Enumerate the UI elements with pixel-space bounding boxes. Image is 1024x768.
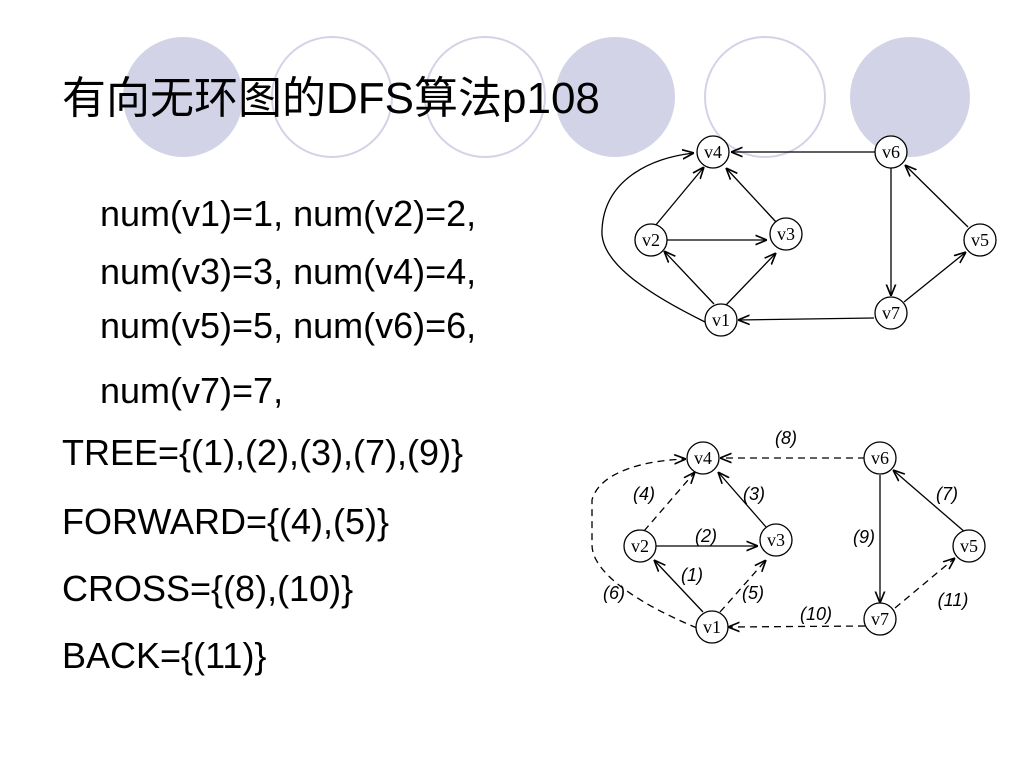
node-v2: v2: [623, 529, 657, 563]
edge-label: (9): [853, 527, 875, 547]
svg-text:v3: v3: [777, 224, 795, 244]
svg-text:v6: v6: [882, 142, 900, 162]
edge-v7-v5: [903, 252, 966, 303]
svg-text:v7: v7: [882, 303, 900, 323]
node-v5: v5: [963, 223, 997, 257]
edge-label: (8): [775, 428, 797, 448]
num-line: num(v3)=3, num(v4)=4,: [100, 251, 477, 292]
edge-4-forward: [643, 472, 695, 532]
num-line: num(v7)=7,: [100, 370, 284, 411]
edge-v1-v4: [601, 153, 706, 323]
decor-circle: [424, 36, 546, 158]
edge-v1-v2: [664, 251, 715, 305]
edge-label: (1): [681, 565, 703, 585]
edge-label: (2): [695, 526, 717, 546]
svg-text:v6: v6: [871, 448, 889, 468]
decor-circle: [850, 37, 970, 157]
svg-text:v1: v1: [712, 310, 730, 330]
num-line: num(v1)=1, num(v2)=2,: [100, 193, 477, 234]
edge-label: (10): [800, 604, 832, 624]
svg-text:v4: v4: [704, 142, 722, 162]
edge-label: (6): [603, 583, 625, 603]
edge-label: (3): [743, 484, 765, 504]
edge-7-tree: [893, 470, 967, 534]
decorative-circles: [123, 36, 970, 158]
forward-edges: FORWARD={(4),(5)}: [62, 501, 390, 542]
back-edges: BACK={(11)}: [62, 635, 267, 676]
node-v5: v5: [952, 529, 986, 563]
node-v3: v3: [759, 523, 793, 557]
node-v4: v4: [696, 135, 730, 169]
node-v3: v3: [769, 217, 803, 251]
svg-text:v5: v5: [971, 230, 989, 250]
decor-circle: [704, 36, 826, 158]
svg-text:v5: v5: [960, 536, 978, 556]
edge-v2-v4: [654, 167, 704, 227]
decor-circle: [123, 37, 243, 157]
svg-text:v1: v1: [703, 617, 721, 637]
edge-3-tree: [718, 472, 767, 528]
svg-text:v2: v2: [631, 536, 649, 556]
node-v7: v7: [863, 602, 897, 636]
node-v4: v4: [686, 441, 720, 475]
edge-1-tree: [654, 560, 704, 613]
edge-label: (7): [936, 484, 958, 504]
svg-text:v4: v4: [694, 448, 712, 468]
node-v7: v7: [874, 296, 908, 330]
edge-10-cross: [728, 626, 866, 627]
edge-v3-v4: [726, 168, 777, 223]
node-v6: v6: [863, 441, 897, 475]
edge-11-back: [894, 558, 955, 609]
svg-text:v7: v7: [871, 609, 889, 629]
node-v2: v2: [634, 223, 668, 257]
decor-circle: [271, 36, 393, 158]
tree-edges: TREE={(1),(2),(3),(7),(9)}: [62, 432, 464, 473]
node-v1: v1: [704, 303, 738, 337]
svg-text:v2: v2: [642, 230, 660, 250]
decor-circle: [555, 37, 675, 157]
edge-v5-v6: [905, 165, 969, 228]
node-v6: v6: [874, 135, 908, 169]
cross-edges: CROSS={(8),(10)}: [62, 568, 354, 609]
edge-v1-v3: [725, 253, 776, 306]
edge-label: (4): [633, 484, 655, 504]
slide-title: 有向无环图的DFS算法p108: [62, 74, 600, 123]
svg-text:v3: v3: [767, 530, 785, 550]
edge-label: (11): [938, 590, 969, 610]
node-v1: v1: [695, 610, 729, 644]
edge-v7-v1: [738, 318, 875, 320]
edge-label: (5): [742, 583, 764, 603]
num-line: num(v5)=5, num(v6)=6,: [100, 305, 477, 346]
